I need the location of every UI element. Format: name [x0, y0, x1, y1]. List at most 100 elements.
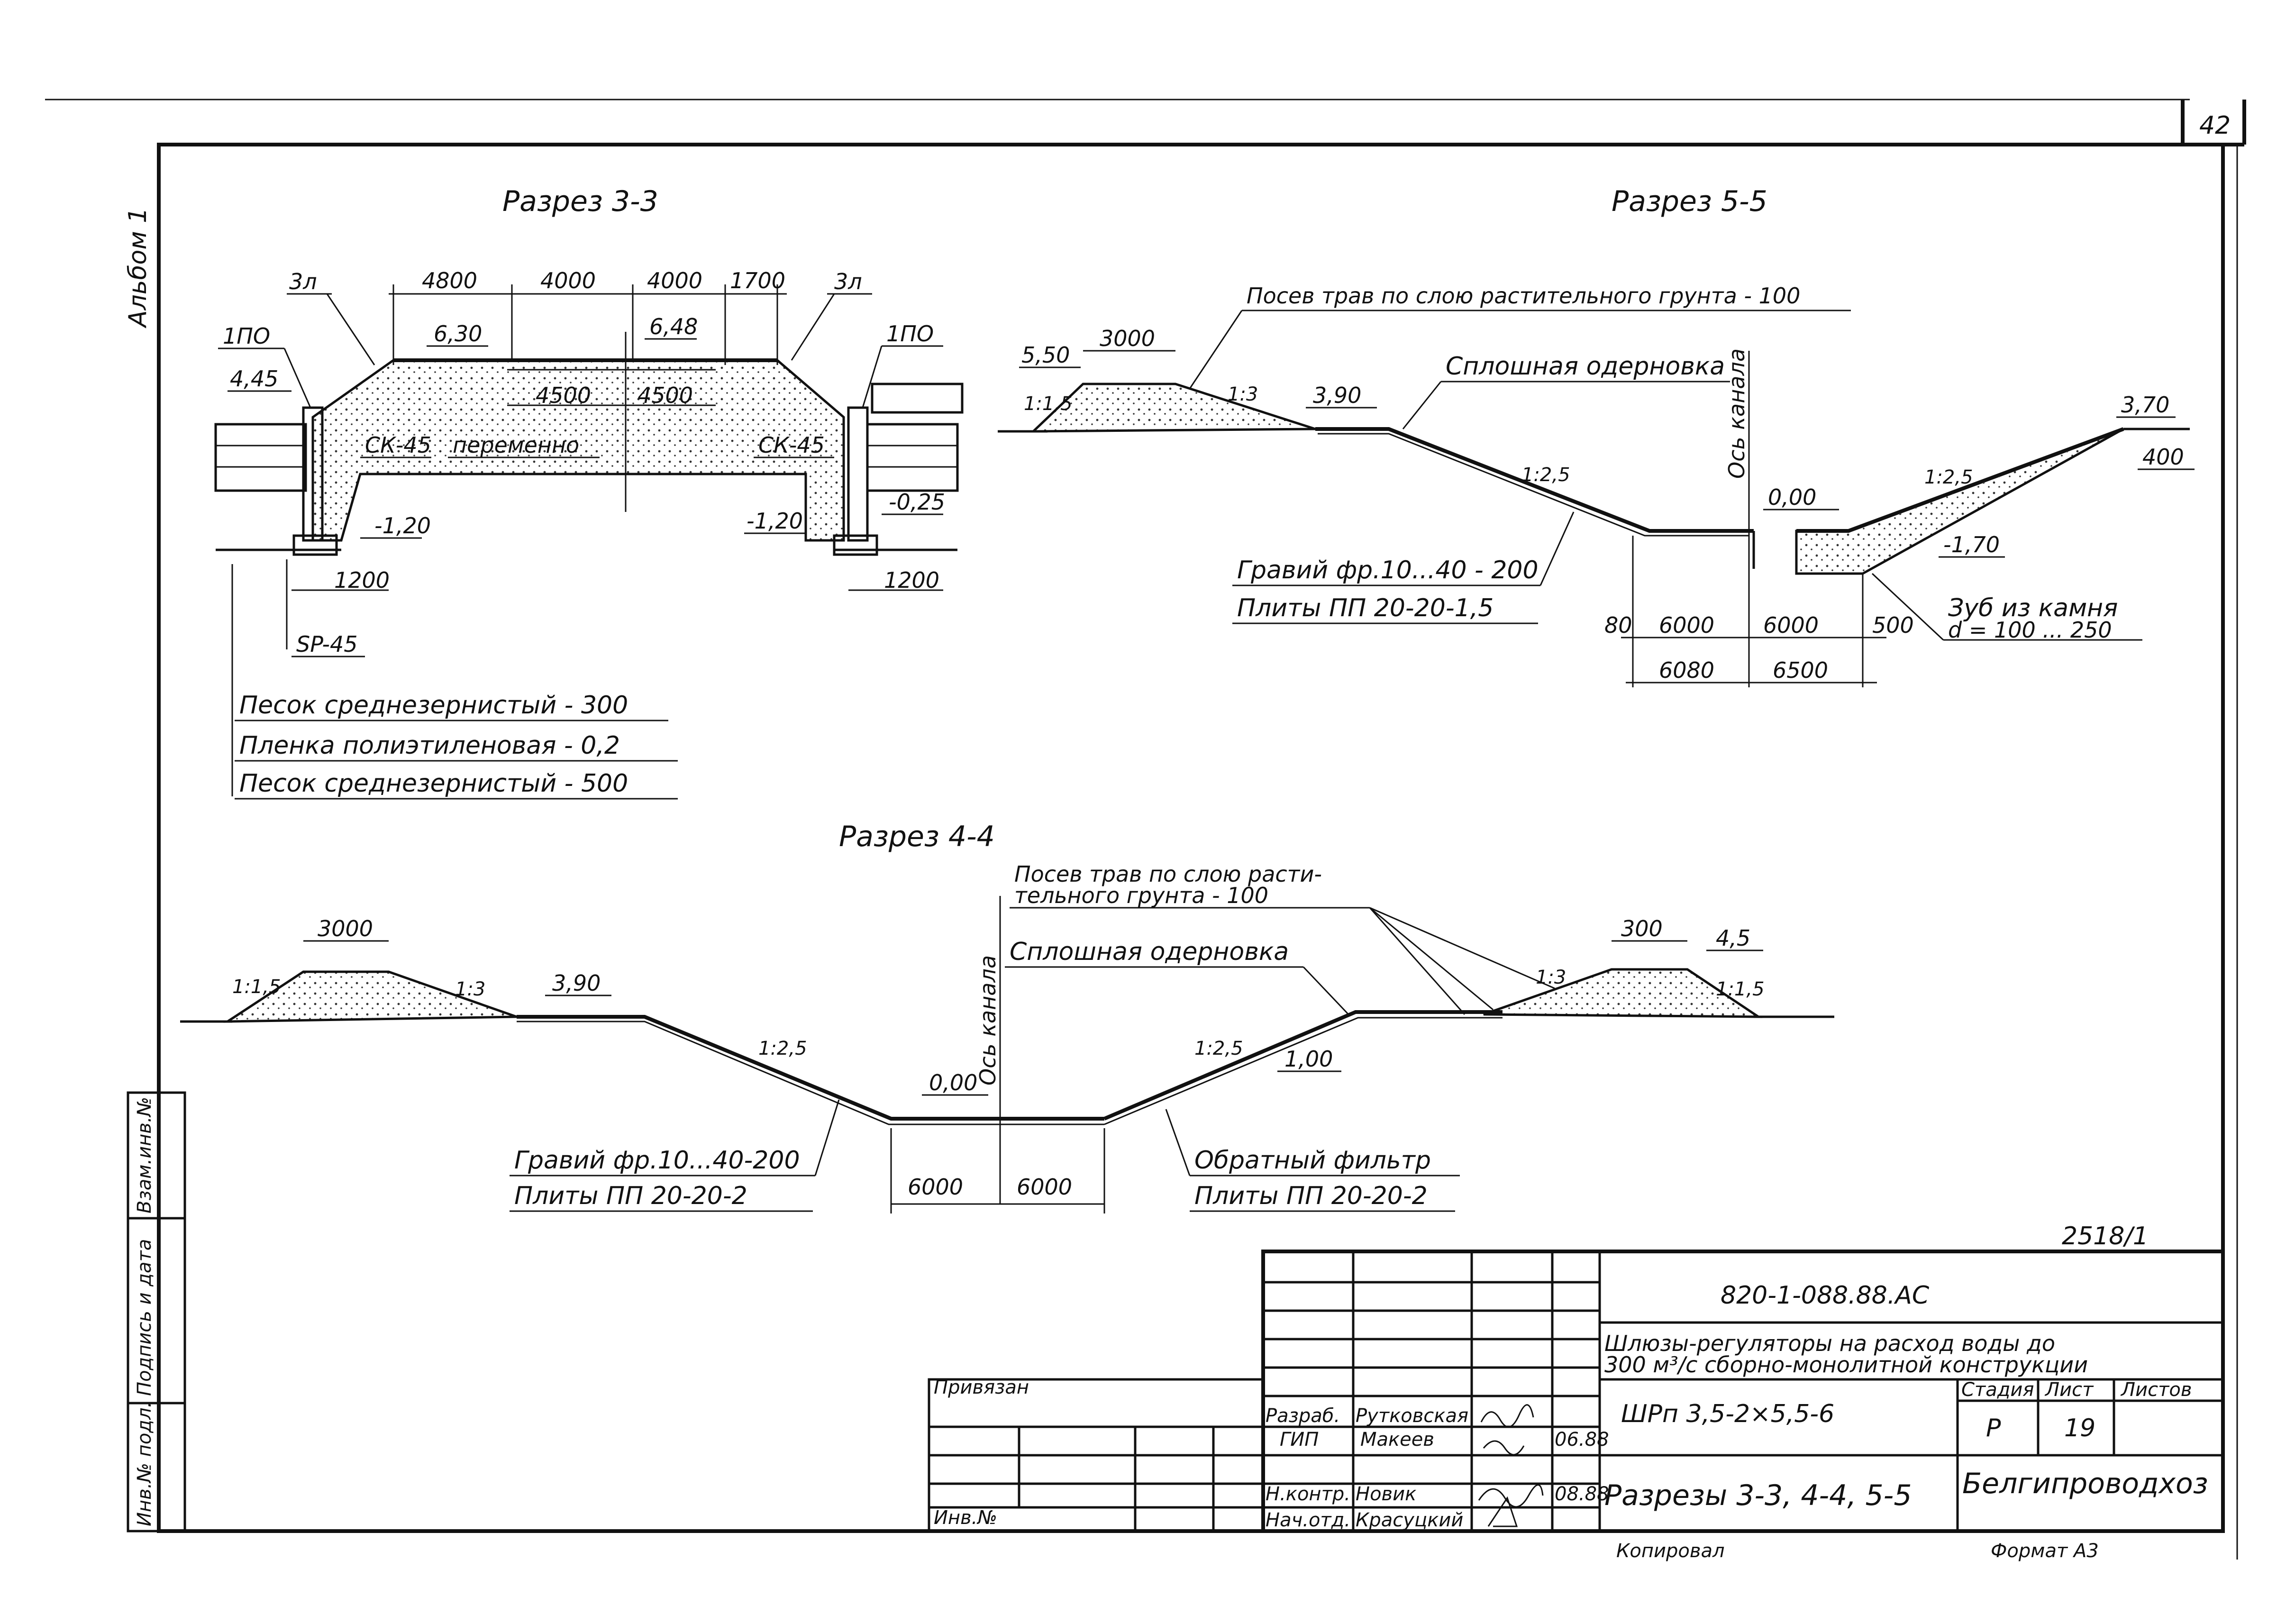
- s55-mark-370: 3,70: [2121, 392, 2169, 418]
- s44-grass-note-2: тельного грунта - 100: [1014, 883, 1268, 908]
- s55-slope-13: 1:3: [1228, 383, 1258, 405]
- s44-left-embankment: [223, 970, 517, 1023]
- s33-label-3l-left: 3л: [289, 269, 317, 294]
- s44-gravel: Гравий фр.10...40-200: [514, 1146, 800, 1175]
- tb-signature-2: [1483, 1440, 1525, 1456]
- tb-drawing-title: Разрезы 3-3, 4-4, 5-5: [1604, 1479, 1912, 1512]
- stamp-replace-inv: Взам.инв.№: [134, 1097, 155, 1213]
- tb-stage-header: Стадия: [1961, 1379, 2034, 1401]
- s44-axis-label: Ось канала: [975, 955, 1001, 1086]
- s33-label-sp45: SP-45: [296, 631, 358, 657]
- s44-grass-note-1: Посев трав по слою расти-: [1014, 861, 1322, 887]
- s33-mark-445: 4,45: [230, 366, 278, 392]
- section-4-4-title: Разрез 4-4: [839, 820, 995, 853]
- s33-label-1po-right: 1ПО: [886, 321, 934, 347]
- s55-mark-550: 5,50: [1021, 342, 1070, 368]
- s44-plates-right: Плиты ПП 20-20-2: [1194, 1182, 1428, 1210]
- tb-name-4: Красуцкий: [1356, 1509, 1463, 1531]
- tb-signature-1: [1480, 1404, 1534, 1428]
- tb-signature-4: [1487, 1496, 1518, 1527]
- tb-name-2: Макеев: [1360, 1429, 1434, 1451]
- s44-mark-45: 4,5: [1716, 925, 1750, 951]
- s55-profile: [1315, 427, 1754, 533]
- s33-dim-chain-top: [389, 284, 787, 365]
- tb-project-1: Шлюзы-регуляторы на расход воды до: [1604, 1331, 2055, 1356]
- s33-dim-4000a: 4000: [540, 268, 596, 293]
- tb-role-nkontr: Н.контр.: [1266, 1483, 1350, 1505]
- tb-date-2: 08.88: [1555, 1483, 1609, 1505]
- s44-slope-15r: 1:1,5: [1716, 978, 1765, 1000]
- s44-mark-390: 3,90: [552, 970, 601, 996]
- tb-name-3: Новик: [1356, 1483, 1416, 1505]
- section-5-5: Разрез 5-5 Ось канала Посев трав по слою…: [998, 185, 2195, 687]
- s33-label-ck45-right: СК-45: [758, 432, 825, 458]
- s44-dim-3000: 3000: [318, 916, 373, 941]
- tb-format: Формат А3: [1991, 1540, 2099, 1562]
- s33-dim-1200r: 1200: [884, 567, 939, 593]
- s33-dim-4000b: 4000: [647, 268, 702, 293]
- album-label: Альбом 1: [124, 208, 152, 328]
- tb-sheet: 19: [2064, 1414, 2095, 1442]
- title-block: [928, 1250, 2225, 1533]
- tb-signature-3: [1478, 1484, 1544, 1508]
- s55-dim-6500: 6500: [1773, 657, 1828, 683]
- s44-dim-6000r: 6000: [1017, 1174, 1072, 1200]
- tb-bound: Привязан: [934, 1377, 1029, 1398]
- stamp-sign-date: Подпись и дата: [134, 1239, 155, 1396]
- tb-role-gip: ГИП: [1280, 1429, 1319, 1451]
- s44-filter: Обратный фильтр: [1194, 1146, 1431, 1175]
- sheet-code: 2518/1: [2062, 1222, 2149, 1250]
- tb-role-dev: Разраб.: [1266, 1405, 1340, 1427]
- s55-grass-note: Посев трав по слою растительного грунта …: [1247, 283, 1800, 309]
- s44-profile-left: [517, 1015, 1104, 1121]
- s55-dim-80: 80: [1604, 612, 1632, 638]
- s33-dim-4800: 4800: [422, 268, 477, 293]
- s55-slope-15: 1:1,5: [1024, 393, 1073, 415]
- s55-dim-3000: 3000: [1100, 326, 1155, 351]
- s55-plates: Плиты ПП 20-20-1,5: [1237, 594, 1494, 622]
- tb-name-1: Рутковская: [1356, 1405, 1468, 1427]
- s55-stone-tooth: Зуб из камня: [1948, 594, 2118, 622]
- section-5-5-title: Разрез 5-5: [1612, 185, 1767, 218]
- s44-mark-000: 0,00: [929, 1070, 977, 1095]
- s33-mark-120l: -1,20: [374, 513, 431, 538]
- s44-dim-300: 300: [1621, 916, 1663, 941]
- s55-slope-125b: 1:2,5: [1924, 466, 1973, 488]
- s33-layer-2: Пленка полиэтиленовая - 0,2: [239, 731, 620, 760]
- tb-inv: Инв.№: [934, 1507, 997, 1529]
- s33-layer-3: Песок среднезернистый - 500: [239, 769, 628, 798]
- tb-doc-code: 820-1-088.88.АС: [1721, 1281, 1930, 1310]
- tb-role-head: Нач.отд.: [1266, 1509, 1350, 1531]
- section-4-4: Разрез 4-4 Ось канала Посев трав по слою…: [180, 820, 1834, 1213]
- s55-dim-6080: 6080: [1659, 657, 1714, 683]
- s44-right-embankment: [1483, 968, 1763, 1018]
- s55-mark-390: 3,90: [1313, 383, 1361, 408]
- s44-profile-right: [1103, 1010, 1503, 1121]
- s55-mark-170: -1,70: [1943, 532, 2000, 557]
- s44-turf-note: Сплошная одерновка: [1010, 938, 1289, 966]
- tb-project-2: 300 м³/с сборно-монолитной конструкции: [1604, 1352, 2088, 1378]
- tb-date: 06.88: [1555, 1429, 1609, 1451]
- s55-gravel: Гравий фр.10...40 - 200: [1237, 556, 1539, 584]
- tb-organization: Белгипроводхоз: [1962, 1467, 2208, 1500]
- s55-turf-note: Сплошная одерновка: [1446, 352, 1725, 381]
- s44-slope-125r: 1:2,5: [1194, 1038, 1243, 1059]
- s55-embankment: [1030, 383, 1316, 433]
- s33-dim-1700: 1700: [730, 268, 785, 293]
- s33-dim-1200l: 1200: [334, 567, 390, 593]
- s33-mark-120r: -1,20: [747, 508, 803, 534]
- section-3-3: Разрез 3-3 4800 4000 4000 1700: [214, 185, 964, 800]
- s55-slope-125a: 1:2,5: [1521, 464, 1570, 486]
- s55-axis-label: Ось канала: [1724, 348, 1749, 479]
- tb-sheets-header: Листов: [2120, 1379, 2192, 1401]
- s33-mark-025: -0,25: [889, 489, 945, 515]
- s33-dim-4500b: 4500: [638, 383, 693, 408]
- s33-dim-4500a: 4500: [536, 383, 591, 408]
- s33-left-wall: [214, 406, 341, 556]
- tb-stage: Р: [1986, 1414, 2001, 1442]
- s44-slope-13l: 1:3: [455, 978, 485, 1000]
- s33-layer-1: Песок среднезернистый - 300: [239, 691, 628, 720]
- side-stamp: [127, 1091, 186, 1533]
- stamp-inv-orig: Инв.№ подл.: [134, 1402, 155, 1526]
